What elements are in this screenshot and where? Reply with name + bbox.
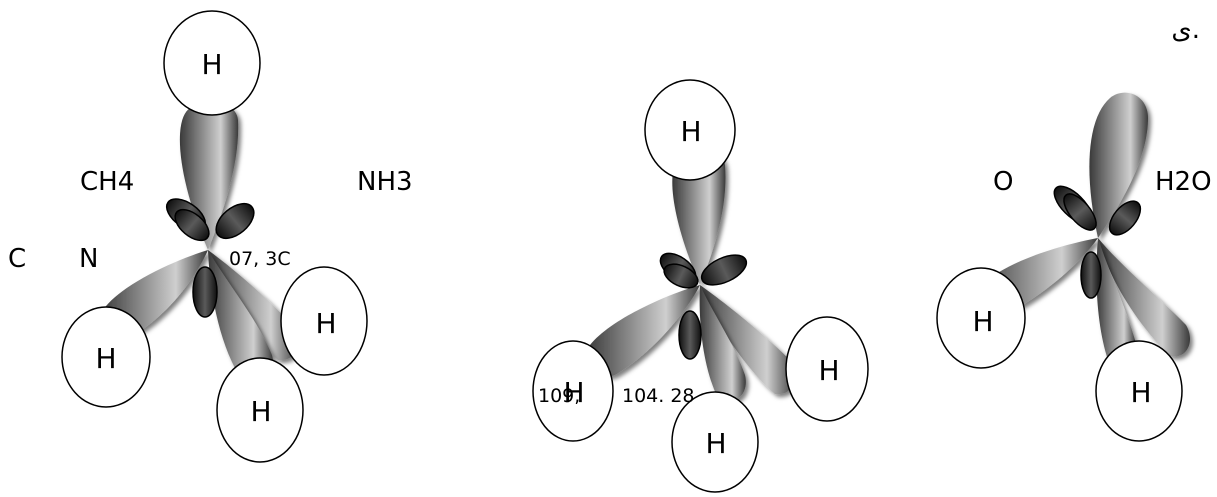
- lower-left-lobe: H: [61, 250, 208, 408]
- bond-angle-label-a: 109,: [538, 385, 580, 407]
- bond-lobe: [208, 250, 274, 385]
- small-orbital: [215, 202, 255, 240]
- hydrogen-label: H: [250, 395, 271, 428]
- hydrogen-circle: [280, 266, 368, 376]
- bond-lobe: [1096, 238, 1136, 365]
- bond-angle-label-b: 104. 28: [622, 385, 695, 407]
- bottom-lobe: H: [208, 250, 304, 463]
- oxygen-label: O: [993, 167, 1013, 197]
- bottom-lobe: H: [671, 285, 759, 493]
- bond-angle-label: 07, 3C: [229, 248, 291, 270]
- arabic-mark: ى.: [1171, 15, 1200, 45]
- hydrogen-label: H: [705, 427, 726, 460]
- lower-right-lobe: [1098, 238, 1191, 357]
- hydrogen-circle: [216, 357, 304, 463]
- hydrogen-label: H: [680, 115, 701, 148]
- hydrogen-label: H: [201, 48, 222, 81]
- hydrogen-label: H: [563, 376, 584, 409]
- hydrogen-circle: [671, 391, 759, 493]
- molecule-middle: H H H H: [532, 79, 869, 493]
- molecule-left: H H H H: [61, 10, 368, 463]
- bond-lobe: [699, 285, 746, 402]
- bond-lobe: [1098, 238, 1191, 357]
- lower-left-lobe: H: [936, 238, 1098, 369]
- hydrogen-circle: [1095, 340, 1183, 442]
- lone-pair-orbitals: [1053, 185, 1142, 299]
- lower-left-lobe: H: [532, 285, 700, 442]
- nh3-label: NH3: [357, 167, 413, 197]
- small-orbital: [1080, 251, 1102, 299]
- bond-lobe: [208, 250, 298, 361]
- bond-lobe: [672, 147, 726, 285]
- hydrogen-circle: [644, 79, 736, 181]
- small-orbital: [700, 254, 748, 286]
- small-orbital: [1108, 200, 1142, 236]
- hydrogen-label: H: [972, 305, 993, 338]
- small-orbital: [192, 266, 218, 318]
- lone-pair-orbitals: [165, 198, 255, 318]
- hydrogen-label: H: [818, 354, 839, 387]
- hydrogen-label: H: [315, 307, 336, 340]
- molecule-right: H H: [936, 92, 1191, 442]
- small-orbital: [1063, 193, 1097, 231]
- h2o-label: H2O: [1155, 167, 1212, 197]
- top-lobe: [1089, 92, 1148, 238]
- lower-right-lobe: H: [208, 250, 368, 376]
- nitrogen-label: N: [79, 244, 98, 274]
- hydrogen-circle: [785, 316, 869, 422]
- bond-lobe: [1089, 92, 1148, 238]
- hydrogen-circle: [163, 10, 261, 116]
- small-orbital: [174, 208, 210, 242]
- ch4-label: CH4: [80, 167, 134, 197]
- hydrogen-circle: [936, 267, 1026, 369]
- hydrogen-circle: [61, 306, 151, 408]
- bond-lobe: [586, 285, 700, 377]
- hydrogen-label: H: [1130, 376, 1151, 409]
- carbon-label: C: [8, 244, 26, 274]
- hydrogen-circle: [532, 340, 614, 442]
- small-orbital: [678, 310, 702, 360]
- lone-pair-orbitals: [659, 252, 748, 360]
- bottom-lobe: H: [1095, 238, 1183, 442]
- small-orbital: [663, 263, 699, 289]
- bond-lobe: [700, 285, 796, 395]
- hydrogen-label: H: [95, 342, 116, 375]
- lower-right-lobe: H: [700, 285, 869, 422]
- top-lobe: H: [644, 79, 736, 285]
